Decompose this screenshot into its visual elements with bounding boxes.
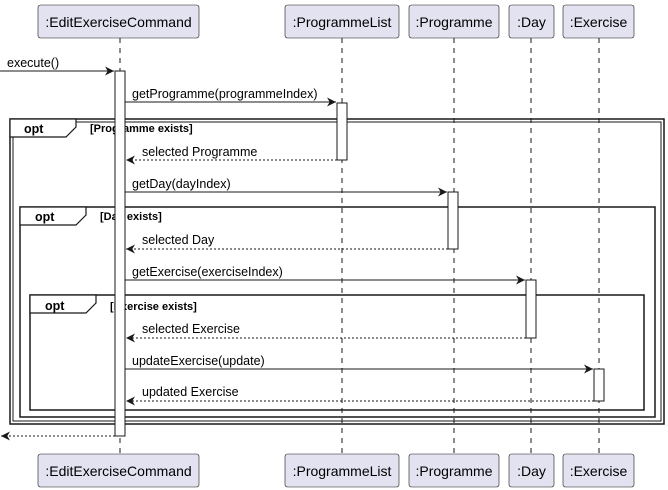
- message-label-updated-exercise: updated Exercise: [142, 385, 239, 399]
- fragment-opt-programme-exists: [9, 118, 665, 425]
- participant-label-edit-exercise-command: :EditExerciseCommand: [45, 14, 191, 30]
- message-label-get-day: getDay(dayIndex): [132, 177, 231, 191]
- participants-bottom: :EditExerciseCommand :ProgrammeList :Pro…: [37, 453, 635, 488]
- participant-label-exercise-bottom: :Exercise: [570, 463, 628, 479]
- participant-box-exercise-bottom: [562, 453, 635, 488]
- participant-label-exercise: :Exercise: [570, 14, 628, 30]
- fragment-opt-exercise-exists: [29, 294, 645, 411]
- fragment-tabs: opt [Programme exists] opt [Day exists] …: [9, 118, 197, 314]
- fragment-opt-day-exists: [19, 206, 656, 418]
- participant-label-programme-bottom: :Programme: [415, 463, 492, 479]
- message-label-update-exercise: updateExercise(update): [132, 354, 265, 368]
- participant-box-programme-bottom: [408, 453, 500, 488]
- activations: [114, 70, 605, 437]
- messages: [0, 66, 594, 441]
- message-label-execute: execute(): [7, 56, 59, 70]
- activation-day: [525, 279, 537, 339]
- fragment-tab-opt-day-exists: [19, 206, 87, 226]
- participant-label-day: :Day: [517, 14, 546, 30]
- participant-label-programme-list-bottom: :ProgrammeList: [293, 463, 392, 479]
- participant-box-day-bottom: [508, 453, 555, 488]
- fragment-operator-opt-programme-exists: opt: [24, 122, 44, 136]
- participants-top: :EditExerciseCommand :ProgrammeList :Pro…: [37, 4, 635, 39]
- fragment-opt-programme-exists-inner: [12, 121, 662, 422]
- message-label-get-exercise: getExercise(exerciseIndex): [132, 265, 283, 279]
- fragment-guard-exercise-exists: [Exercise exists]: [110, 301, 197, 313]
- message-label-selected-programme: selected Programme: [142, 145, 257, 159]
- participant-label-edit-exercise-command-bottom: :EditExerciseCommand: [45, 463, 191, 479]
- fragment-tab-opt-exercise-exists: [29, 294, 97, 314]
- fragment-guard-programme-exists: [Programme exists]: [90, 123, 193, 135]
- participant-label-day-bottom: :Day: [517, 463, 546, 479]
- participant-box-exercise: [562, 4, 635, 39]
- message-labels: execute() getProgramme(programmeIndex) s…: [7, 56, 318, 399]
- participant-box-programme-list: [284, 4, 400, 39]
- fragment-guard-day-exists: [Day exists]: [100, 211, 162, 223]
- message-label-selected-day: selected Day: [142, 233, 215, 247]
- participant-box-programme-list-bottom: [284, 453, 400, 488]
- fragment-operator-opt-exercise-exists: opt: [45, 299, 65, 313]
- participant-box-edit-exercise-command: [37, 4, 200, 39]
- fragment-operator-opt-day-exists: opt: [35, 210, 55, 224]
- activation-programme: [447, 191, 459, 250]
- fragment-tab-opt-programme-exists: [9, 118, 77, 138]
- message-label-selected-exercise: selected Exercise: [142, 322, 240, 336]
- participant-box-programme: [408, 4, 500, 39]
- participant-box-edit-exercise-command-bottom: [37, 453, 200, 488]
- participant-box-day: [508, 4, 555, 39]
- activation-exercise: [593, 368, 605, 402]
- activation-programme-list: [336, 102, 348, 161]
- participant-label-programme: :Programme: [415, 14, 492, 30]
- participant-label-programme-list: :ProgrammeList: [293, 14, 392, 30]
- fragments: [9, 118, 665, 425]
- message-label-get-programme: getProgramme(programmeIndex): [132, 87, 318, 101]
- activation-edit-exercise-command: [114, 70, 126, 437]
